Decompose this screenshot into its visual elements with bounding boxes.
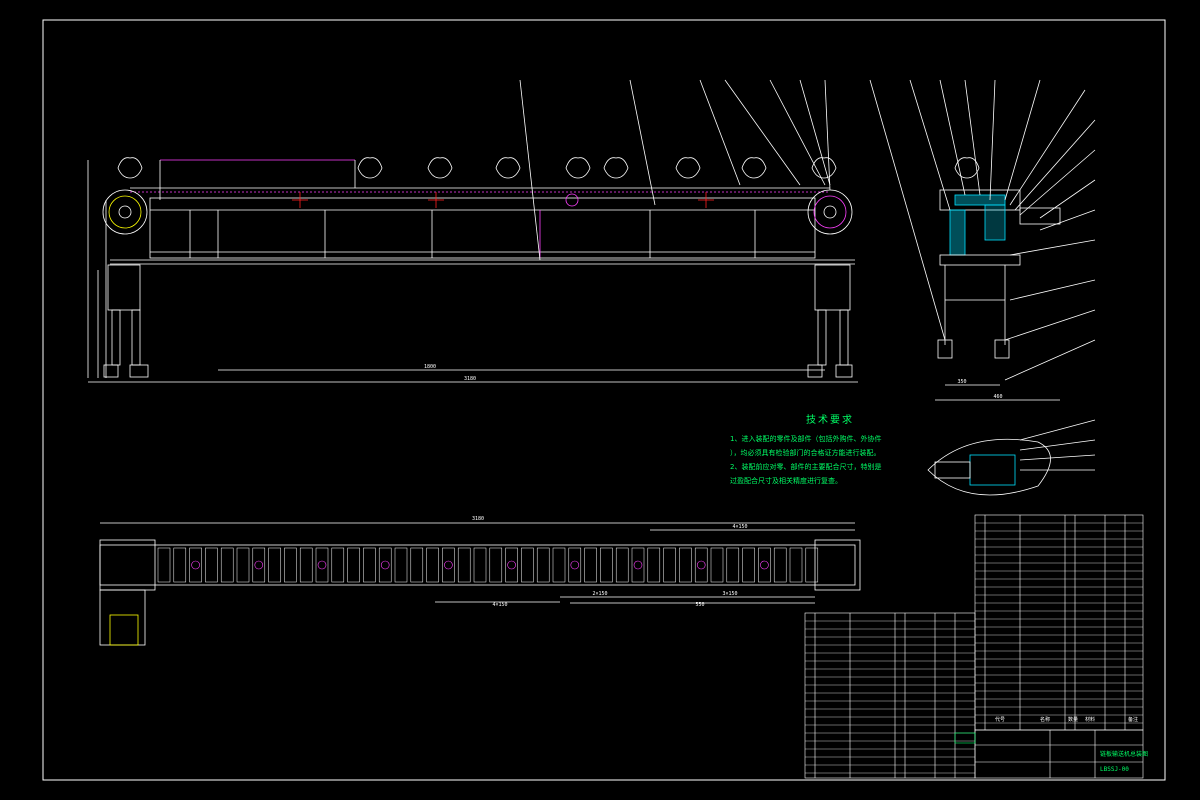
chain-slat (489, 547, 503, 583)
slat-bolt-marker (696, 560, 706, 570)
plan-right-span: 4×150 (732, 524, 747, 530)
front-elevation-view (87, 79, 858, 383)
chain-slat (536, 547, 550, 583)
plan-view (99, 522, 861, 646)
chain-slat (600, 547, 613, 583)
plan-seg-b: 2×150 (592, 591, 607, 597)
slat-bolt-marker (254, 560, 264, 570)
chain-slat (315, 547, 329, 583)
chain-slat (568, 547, 582, 583)
chain-slat (615, 547, 629, 583)
chain-slat (189, 547, 202, 583)
chain-slat (663, 547, 676, 583)
plan-overall-length: 3180 (472, 516, 484, 522)
chain-slat (726, 547, 740, 583)
technical-requirements: 技术要求 1、进入装配的零件及部件（包括外购件、外协件 ），均必须具有检验部门的… (730, 414, 930, 488)
tech-note-line-3: 2、装配前应对零、部件的主要配合尺寸，特别是 (730, 463, 882, 471)
slat-bolt-marker (760, 560, 769, 570)
slat-bolt-marker (570, 560, 580, 570)
chain-slat (426, 547, 439, 583)
slat-bolt-marker (317, 560, 327, 570)
chain-slat (505, 547, 518, 583)
chain-slat (773, 547, 787, 583)
chain-slat (284, 547, 297, 583)
chain-slat (742, 547, 755, 583)
chain-slat (252, 547, 266, 583)
slat-bolt-marker (633, 560, 643, 570)
slat-bolt-marker (444, 560, 453, 570)
drawing-number: LBSSJ-00 (1100, 766, 1129, 773)
slat-bolt-marker (507, 560, 516, 570)
chain-slat (157, 547, 171, 583)
chain-slat (584, 547, 597, 583)
tech-note-line-2: ），均必须具有检验部门的合格证方能进行装配。 (730, 449, 881, 457)
chain-slat (347, 547, 360, 583)
chain-slat (758, 547, 771, 583)
project-name: 链板输送机总装图 (1100, 751, 1149, 758)
bom-table-left (804, 612, 976, 779)
chain-slat (268, 547, 281, 583)
front-inner-length: 1800 (424, 364, 436, 370)
title-label-qty: 数量 (1068, 717, 1079, 723)
chain-slat (442, 547, 455, 583)
chain-slat (789, 547, 803, 583)
front-overall-length: 3180 (464, 376, 476, 382)
chain-slat (378, 547, 392, 583)
title-label-name: 名称 (1040, 717, 1051, 723)
side-base-width: 350 (957, 379, 966, 385)
chain-slat (805, 547, 819, 583)
title-label-code: 代号 (995, 717, 1006, 723)
product-apples (117, 157, 837, 179)
chain-slat (394, 547, 408, 583)
tech-note-line-1: 1、进入装配的零件及部件（包括外购件、外协件 (730, 435, 882, 443)
chain-slat (173, 547, 187, 583)
chain-slat (473, 547, 487, 583)
chain-slat (457, 547, 471, 583)
chain-slat (694, 547, 708, 583)
chain-slat (710, 547, 724, 583)
detail-view (927, 419, 1096, 496)
chain-slat (647, 547, 661, 583)
chain-slat (521, 547, 534, 583)
chain-slat (205, 547, 218, 583)
chain-slat (552, 547, 566, 583)
chain-slat (299, 547, 313, 583)
slat-bolt-marker (380, 560, 390, 570)
chain-slat (631, 547, 645, 583)
chain-slat (363, 547, 376, 583)
title-block (954, 729, 1144, 779)
plan-seg-c: 550 (695, 602, 704, 608)
chain-slat (679, 547, 692, 583)
slat-bolt-marker (191, 560, 200, 570)
chain-slat (220, 547, 234, 583)
title-label-material: 材料 (1085, 717, 1096, 723)
tech-note-line-4: 过盈配合尺寸及相关精度进行复查。 (730, 477, 842, 485)
side-overall-width: 460 (993, 394, 1002, 400)
title-label-remark: 备注 (1128, 717, 1139, 723)
chain-slat (236, 547, 250, 583)
bom-table-right (974, 514, 1144, 731)
tech-requirements-title: 技术要求 (806, 415, 854, 426)
plan-seg-a: 4×150 (492, 602, 507, 608)
chain-slat (410, 547, 424, 583)
bom-right-rows (975, 522, 1143, 724)
drawing-border (42, 19, 1166, 781)
bom-left-rows (805, 620, 975, 774)
chain-slat (331, 547, 345, 583)
plan-slats (157, 547, 819, 583)
plan-seg-d: 3×150 (722, 591, 737, 597)
side-view (869, 79, 1096, 401)
